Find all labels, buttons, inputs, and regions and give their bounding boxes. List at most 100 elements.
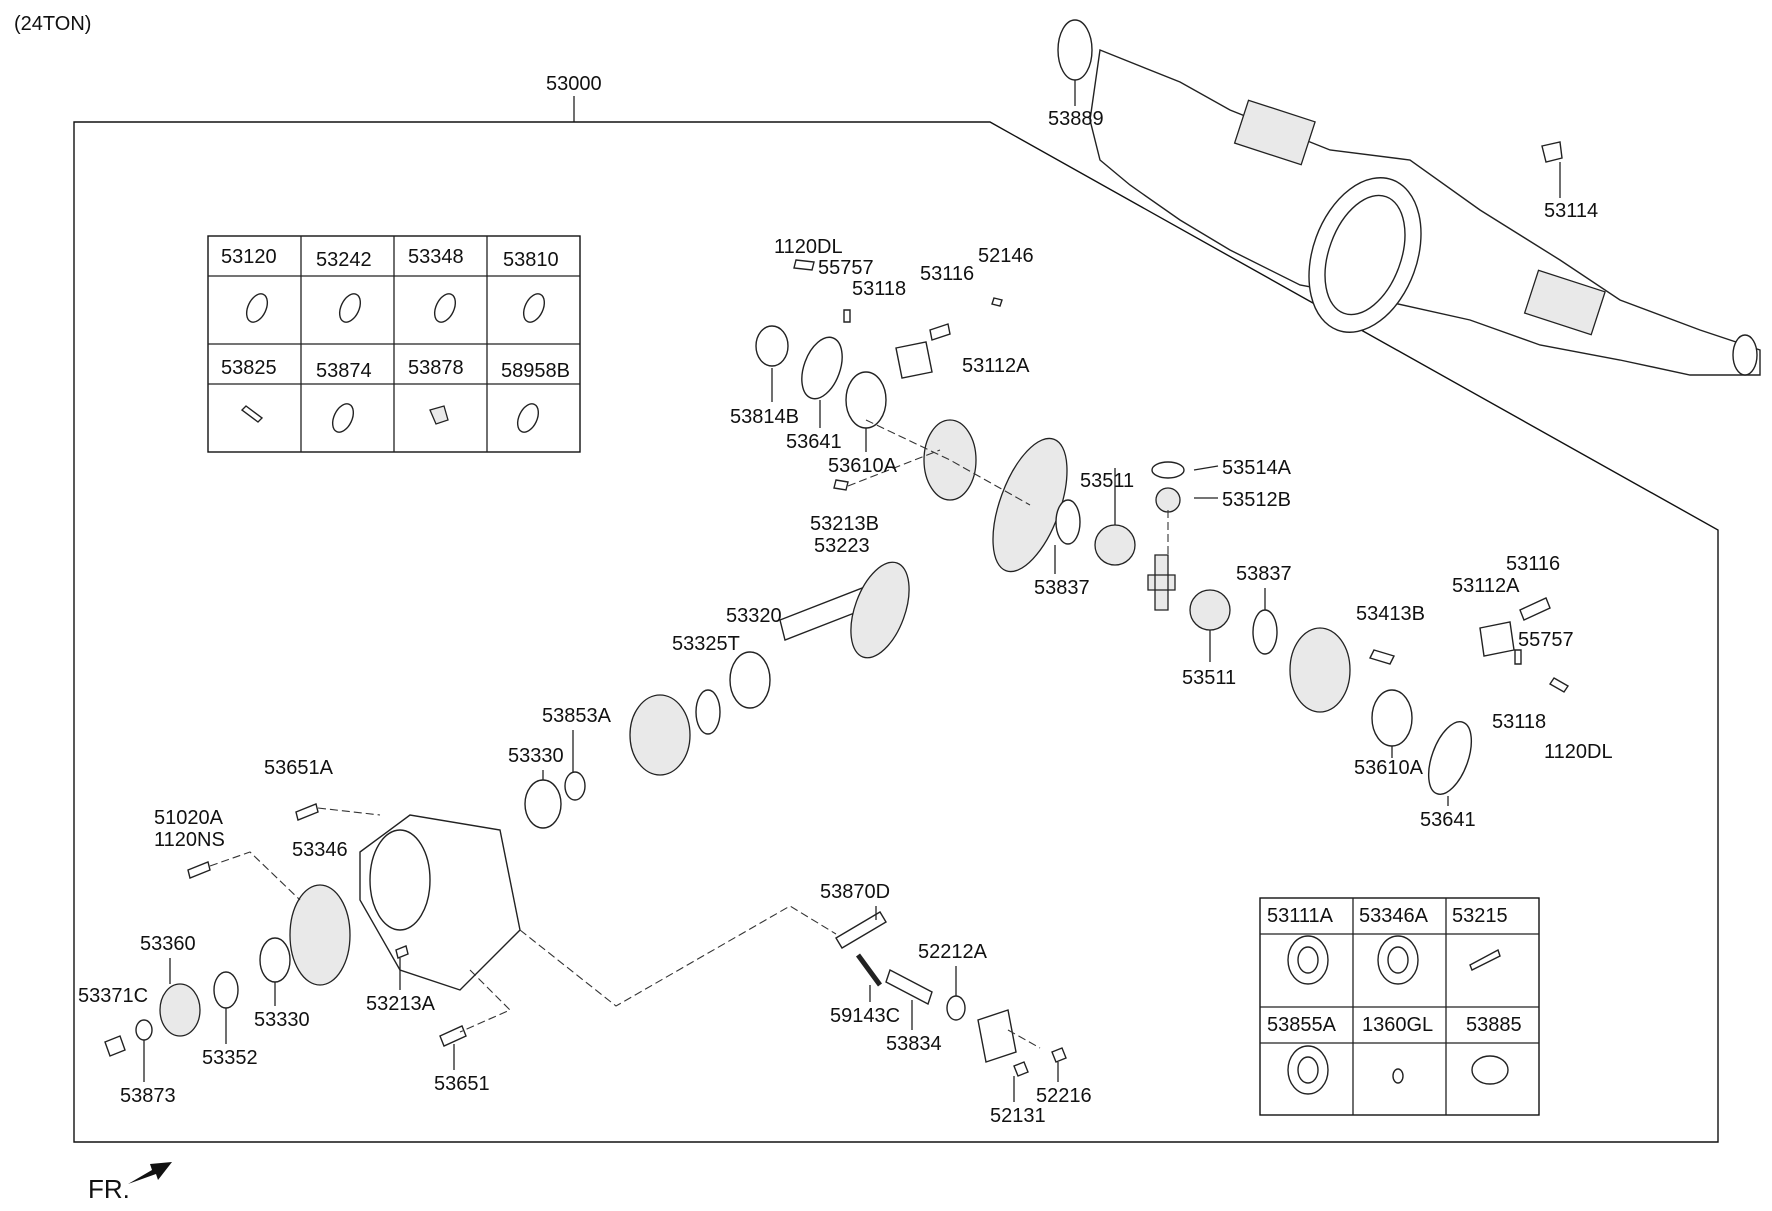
callout-53512B: 53512B: [1222, 489, 1291, 511]
callout-53837: 53837: [1034, 577, 1090, 599]
table-top-cell-53825: 53825: [221, 357, 277, 379]
leader-line: [1193, 465, 1219, 471]
cap-icon: [755, 325, 789, 367]
bolt-icon: [1519, 597, 1551, 621]
callout-53116: 53116: [920, 263, 974, 285]
table-bottom-cell-53111A: 53111A: [1267, 905, 1334, 927]
callout-53641: 53641: [786, 431, 842, 453]
table-top-cell-53120: 53120: [221, 246, 277, 268]
washer-icon: [1392, 1068, 1404, 1084]
table-top-cell-53810: 53810: [503, 249, 559, 271]
diff-case-icon: [923, 419, 977, 501]
bearing-icon: [729, 651, 771, 709]
spider-icon: [1147, 554, 1176, 611]
callout-51020A: 51020A: [154, 807, 224, 829]
callout-53346: 53346: [292, 839, 348, 861]
shim-icon: [564, 771, 586, 801]
bolt-icon: [1369, 649, 1395, 665]
axle-housing: [1057, 19, 1761, 376]
table-bottom-cell-53885: 53885: [1466, 1014, 1522, 1036]
o-ring-icon: [338, 293, 362, 323]
lever-icon: [835, 911, 887, 949]
callout-53213A: 53213A: [366, 993, 436, 1015]
bearing-icon: [259, 937, 291, 983]
callout-53330: 53330: [508, 745, 564, 767]
callout-53352: 53352: [202, 1047, 258, 1069]
callout-55757: 55757: [1518, 629, 1574, 651]
callout-53330: 53330: [254, 1009, 310, 1031]
table-bottom-cell-53855A: 53855A: [1267, 1014, 1337, 1036]
callout-53213B: 53213B: [810, 513, 879, 535]
bolt-icon: [1051, 1047, 1067, 1063]
bearing-icon: [1297, 946, 1319, 974]
pin-icon: [991, 297, 1003, 307]
lock-plate-icon: [843, 309, 851, 323]
diff-case-icon: [1289, 627, 1351, 713]
callout-53610A: 53610A: [828, 455, 898, 477]
callout-53320: 53320: [726, 605, 782, 627]
bearing-icon: [845, 371, 887, 429]
o-ring-icon: [522, 293, 546, 323]
pinion-gear-icon: [1155, 487, 1181, 513]
callout-59143C: 59143C: [830, 1005, 900, 1027]
bushing-icon: [1471, 1055, 1509, 1085]
callout-1120DL: 1120DL: [774, 236, 843, 258]
front-label: FR.: [88, 1174, 130, 1204]
adjuster-ring-icon: [1427, 721, 1473, 795]
callout-53360: 53360: [140, 933, 196, 955]
callout-53814B: 53814B: [730, 406, 799, 428]
callout-53837: 53837: [1236, 563, 1292, 585]
front-arrow-icon: [128, 1162, 172, 1184]
bolt-icon: [833, 479, 849, 491]
callout-53511: 53511: [1080, 470, 1134, 492]
callout-1120DL: 1120DL: [1544, 741, 1613, 763]
dashed-line: [865, 419, 1031, 506]
callout-53641: 53641: [1420, 809, 1476, 831]
axle-end-icon: [1732, 334, 1758, 376]
callout-53511: 53511: [1182, 667, 1236, 689]
table-bottom-cell-1360GL: 1360GL: [1362, 1014, 1433, 1036]
thrust-washer-icon: [1252, 609, 1278, 655]
assembly-number: 53000: [546, 73, 602, 95]
o-ring-icon: [1057, 19, 1093, 81]
bearing-icon: [524, 779, 562, 829]
plug-icon: [1541, 141, 1563, 163]
dashed-line: [459, 969, 511, 1033]
callout-53118: 53118: [852, 278, 906, 300]
bearing-icon: [1297, 1056, 1319, 1084]
callout-55757: 55757: [818, 257, 874, 279]
o-ring-icon: [135, 1019, 153, 1041]
variant-label: (24TON): [14, 13, 91, 35]
table-top-cell-58958B: 58958B: [501, 360, 570, 382]
shaft-icon: [885, 968, 933, 1006]
table-top-cell-53348: 53348: [408, 246, 464, 268]
lock-plate-icon: [895, 341, 933, 379]
pin-icon: [395, 945, 409, 959]
callout-53116: 53116: [1506, 553, 1560, 575]
side-gear-icon: [1189, 589, 1231, 631]
callout-53834: 53834: [886, 1033, 942, 1055]
bolt-icon: [187, 861, 211, 879]
o-ring-icon: [245, 293, 269, 323]
bolt-icon: [295, 803, 319, 821]
lock-plate-icon: [1514, 649, 1522, 665]
oil-seal-icon: [213, 971, 239, 1009]
spring-seat-left-icon: [1233, 99, 1316, 166]
callout-52131: 52131: [990, 1105, 1046, 1127]
callout-52146: 52146: [978, 245, 1034, 267]
spring-icon: [855, 953, 883, 987]
table-bottom-cell-53215: 53215: [1452, 905, 1508, 927]
callout-53112A: 53112A: [962, 355, 1030, 377]
bolt-icon: [1469, 948, 1501, 971]
carrier-flange-icon: [369, 829, 431, 931]
callout-53223: 53223: [814, 535, 870, 557]
o-ring-icon: [516, 403, 540, 433]
companion-flange-icon: [289, 884, 351, 986]
assembly-frame: [73, 121, 1719, 1143]
parts-table-top: 53120 53242 53348 53810 53825 53874 5387…: [207, 235, 581, 453]
nut-icon: [104, 1035, 126, 1057]
table-top-cell-53242: 53242: [316, 249, 372, 271]
table-top-cell-53878: 53878: [408, 357, 464, 379]
callout-53514A: 53514A: [1222, 457, 1292, 479]
